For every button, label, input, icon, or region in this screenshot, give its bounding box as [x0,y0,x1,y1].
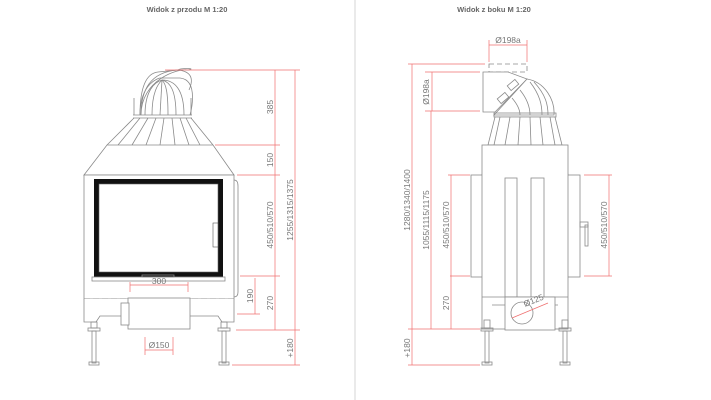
dim-total-height: 1255/1315/1375 [285,179,295,241]
dim-inlet-height: 190 [245,289,255,303]
dim-outlet-top: Ø198a [495,35,521,45]
side-dimension-lines [408,40,612,366]
side-fireplace-drawing [470,63,589,366]
front-fireplace-drawing [83,68,239,366]
dim-side-total: 1280/1340/1400 [402,169,412,231]
side-legs [480,319,572,366]
dim-legs: +180 [285,338,295,357]
front-dimension-lines [129,69,300,366]
air-inlet [510,301,534,325]
dim-pipe-diameter: Ø150 [149,340,170,350]
front-view: Widok z przodu M 1:20 [83,5,300,366]
front-view-title: Widok z przodu M 1:20 [147,5,228,14]
dim-side-legs: +180 [402,338,412,357]
front-dimension-labels: 385 150 450/510/570 1255/1315/1375 300 1… [149,100,295,358]
dim-hood-height: 150 [265,153,275,167]
front-legs [87,321,231,366]
dim-base-height: 270 [265,296,275,310]
dim-side-door-right: 450/510/570 [599,201,609,249]
side-view-title: Widok z boku M 1:20 [457,5,531,14]
flue-pipe [127,297,191,330]
dim-side-body: 1055/1115/1175 [421,190,431,250]
dim-outlet-side: Ø198a [421,79,431,105]
door-glass [98,183,219,273]
side-view: Widok z boku M 1:20 [402,5,612,366]
front-cap-ribs [144,79,185,116]
dim-width: 300 [152,276,166,286]
dim-door-height: 450/510/570 [265,201,275,249]
dim-side-door-left: 450/510/570 [441,201,451,249]
dim-side-base: 270 [441,296,451,310]
door-handle [212,222,219,248]
dim-cap-height: 385 [265,100,275,114]
